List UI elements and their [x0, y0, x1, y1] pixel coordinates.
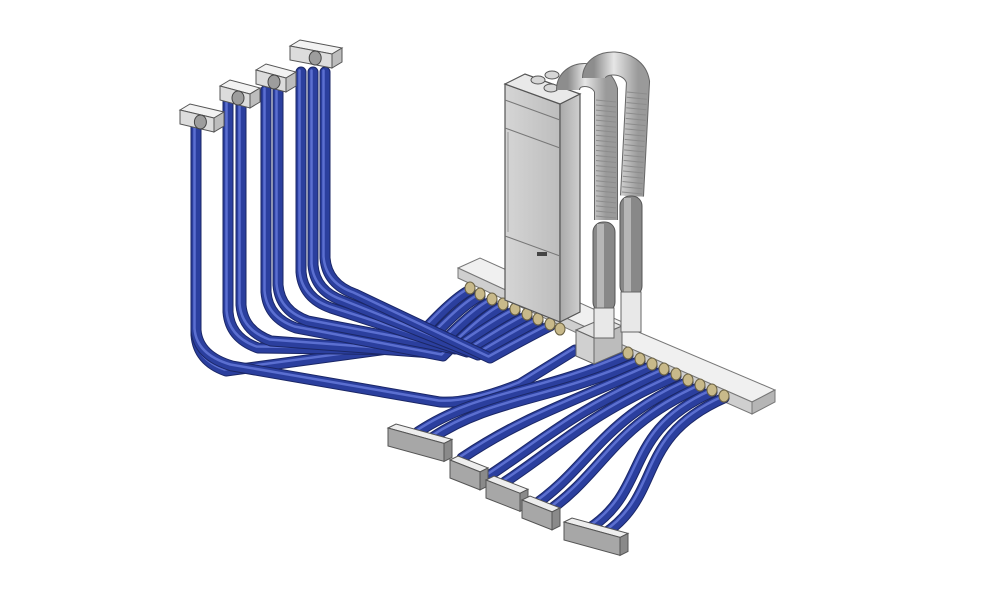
coupling	[634, 352, 646, 366]
wall-terminals	[178, 39, 344, 133]
floor-duct	[538, 381, 706, 520]
floor-duct	[484, 365, 670, 481]
coupling	[658, 362, 670, 376]
floor-grille	[562, 517, 630, 557]
wall-duct	[272, 84, 521, 355]
wall-terminal	[288, 39, 344, 69]
floor-grille-ducts	[412, 349, 730, 540]
coupling	[554, 322, 566, 336]
floor-grilles	[386, 423, 630, 557]
terminal-port	[231, 90, 245, 106]
floor-duct	[499, 370, 682, 488]
floor-duct	[524, 376, 694, 514]
wall-terminal-ducts	[190, 66, 581, 408]
coupling	[622, 346, 634, 360]
floor-grille	[520, 495, 562, 531]
coupling	[464, 281, 476, 295]
coupling	[718, 389, 730, 403]
floor-duct	[456, 360, 658, 464]
wall-duct	[235, 96, 498, 359]
wall-duct	[260, 84, 509, 362]
floor-duct	[584, 386, 718, 534]
floor-duct	[426, 355, 646, 444]
manifold-couplings	[464, 281, 730, 403]
coupling	[706, 383, 718, 397]
wall-terminal	[178, 103, 226, 133]
intake-hose	[582, 51, 651, 333]
coupling	[646, 357, 658, 371]
floor-grille	[448, 455, 490, 491]
coupling	[682, 373, 694, 387]
floor-duct	[412, 349, 634, 438]
floor-duct	[598, 392, 730, 540]
coupling	[474, 287, 486, 301]
unit-badge	[537, 252, 547, 256]
coupling	[670, 367, 682, 381]
wall-terminal	[254, 63, 298, 93]
terminal-port	[267, 74, 281, 90]
coupling	[497, 297, 509, 311]
coupling	[486, 292, 498, 306]
wall-duct	[307, 66, 544, 361]
wall-duct	[319, 66, 556, 364]
wall-terminal	[218, 79, 262, 109]
terminal-port	[308, 50, 322, 66]
coupling	[694, 378, 706, 392]
floor-grille	[386, 423, 454, 463]
terminal-port	[193, 114, 207, 130]
